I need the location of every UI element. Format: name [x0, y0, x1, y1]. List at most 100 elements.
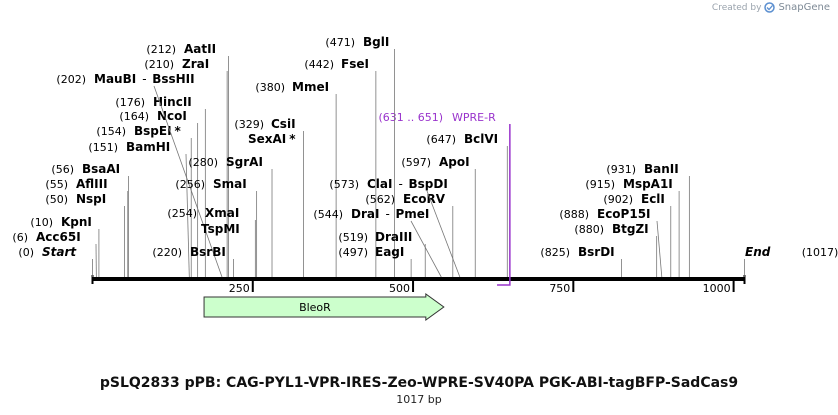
site-name-tspmi: TspMI — [201, 222, 240, 236]
site-position-bsrbi: (220) — [152, 246, 182, 259]
site-name-ncoi: NcoI — [157, 109, 187, 123]
site-leader-bamhi — [185, 153, 190, 278]
site-name-acc65i: Acc65I — [36, 230, 81, 244]
map-title: pSLQ2833 pPB: CAG-PYL1-VPR-IRES-Zeo-WPRE… — [99, 375, 739, 391]
site-name-draiii: DraIII — [375, 230, 412, 244]
site-name-maubi: MauBI — [94, 72, 136, 86]
site-position-nspi: (50) — [45, 193, 68, 206]
site-leader-maubi — [153, 85, 223, 278]
site-name-start: Start — [42, 245, 77, 259]
primer-name: WPRE-R — [452, 111, 496, 124]
site-position-afliii: (55) — [45, 178, 68, 191]
site-name-clai: ClaI — [367, 177, 392, 191]
site-position-drai: (544) — [313, 208, 343, 221]
site-name-aatii: AatII — [184, 42, 216, 56]
site-name-sexai: SexAI — [248, 132, 286, 146]
site-position-bsaai: (56) — [51, 163, 74, 176]
site-position-bamhi: (151) — [88, 141, 118, 154]
site-position-hincii: (176) — [115, 96, 145, 109]
site-position-xmai: (254) — [167, 207, 197, 220]
site-partner-bsshii: BssHII — [152, 72, 194, 86]
site-name-fsei: FseI — [341, 57, 369, 71]
ruler-tick-label: 500 — [389, 282, 410, 295]
site-position-sgrai: (280) — [188, 156, 218, 169]
site-position-ecop15i: (888) — [559, 208, 589, 221]
site-position-fsei: (442) — [304, 58, 334, 71]
site-position-acc65i: (6) — [12, 231, 28, 244]
site-name-csii: CsiI — [271, 117, 296, 131]
site-position-eagi: (497) — [338, 246, 368, 259]
site-position-draiii: (519) — [338, 231, 368, 244]
site-star-sexai: * — [289, 132, 296, 146]
site-position-csii: (329) — [234, 118, 264, 131]
site-name-ecorv: EcoRV — [403, 192, 446, 206]
site-leader-ecop15i — [656, 220, 663, 278]
site-name-bsrdi: BsrDI — [578, 245, 615, 259]
site-position-bsrdi: (825) — [540, 246, 570, 259]
site-position-ecli: (902) — [603, 193, 633, 206]
site-partner-bspdi: BspDI — [408, 177, 447, 191]
credit-prefix: Created by — [711, 2, 762, 13]
site-name-apoi: ApoI — [439, 155, 470, 169]
site-name-bspei: BspEI — [134, 124, 172, 138]
site-position-apoi: (597) — [401, 156, 431, 169]
site-dash-drai: - — [385, 207, 389, 221]
site-leader-drai — [410, 220, 442, 278]
site-position-bgli: (471) — [325, 36, 355, 49]
site-position-maubi: (202) — [56, 73, 86, 86]
site-name-sgrai: SgrAI — [226, 155, 263, 169]
ruler-tick-label: 250 — [229, 282, 250, 295]
site-position-btgzi: (880) — [574, 223, 604, 236]
site-name-ecli: EclI — [641, 192, 665, 206]
site-name-mspa1i: MspA1I — [623, 177, 673, 191]
ruler-tick-label: 750 — [549, 282, 570, 295]
site-name-bsaai: BsaAI — [82, 162, 120, 176]
site-star-bspei: * — [175, 124, 182, 138]
site-name-smai: SmaI — [213, 177, 247, 191]
site-position-smai: (256) — [175, 178, 205, 191]
site-name-afliii: AflIII — [76, 177, 108, 191]
site-position-aatii: (212) — [146, 43, 176, 56]
site-position-mmei: (380) — [255, 81, 285, 94]
site-name-nspi: NspI — [76, 192, 106, 206]
primer-range: (631 .. 651) — [378, 111, 443, 124]
credit-brand: SnapGene — [778, 2, 830, 13]
site-position-ecorv: (562) — [365, 193, 395, 206]
site-dash-clai: - — [398, 177, 402, 191]
site-position-kpni: (10) — [30, 216, 53, 229]
sequence-length-label: 1017 bp — [396, 393, 442, 406]
site-name-btgzi: BtgZI — [612, 222, 649, 236]
site-name-eagi: EagI — [375, 245, 404, 259]
site-name-mmei: MmeI — [292, 80, 329, 94]
site-position-end: (1017) — [802, 246, 838, 259]
site-name-kpni: KpnI — [61, 215, 92, 229]
site-position-clai: (573) — [329, 178, 359, 191]
site-position-zrai: (210) — [144, 58, 174, 71]
site-name-ecop15i: EcoP15I — [597, 207, 651, 221]
site-name-zrai: ZraI — [182, 57, 209, 71]
site-leader-clai — [426, 190, 461, 278]
ruler-tick-label: 1000 — [703, 282, 731, 295]
site-name-bclvi: BclVI — [464, 132, 498, 146]
site-position-start: (0) — [18, 246, 34, 259]
site-dash-maubi: - — [142, 72, 146, 86]
site-name-end: End — [745, 245, 771, 259]
site-name-bamhi: BamHI — [126, 140, 170, 154]
site-position-bspei: (154) — [96, 125, 126, 138]
site-name-xmai: XmaI — [205, 206, 239, 220]
site-position-bclvi: (647) — [426, 133, 456, 146]
site-partner-pmei: PmeI — [395, 207, 429, 221]
site-position-banii: (931) — [606, 163, 636, 176]
credit: Created by SnapGene — [712, 2, 830, 13]
feature-label: BleoR — [299, 301, 331, 314]
site-name-hincii: HincII — [153, 95, 192, 109]
site-name-banii: BanII — [644, 162, 679, 176]
site-position-mspa1i: (915) — [585, 178, 615, 191]
site-position-ncoi: (164) — [119, 110, 149, 123]
site-name-drai: DraI — [351, 207, 379, 221]
feature-arrow-bleor — [203, 293, 445, 321]
primer-marker — [497, 124, 511, 286]
site-name-bgli: BglI — [363, 35, 389, 49]
site-name-bsrbi: BsrBI — [190, 245, 226, 259]
